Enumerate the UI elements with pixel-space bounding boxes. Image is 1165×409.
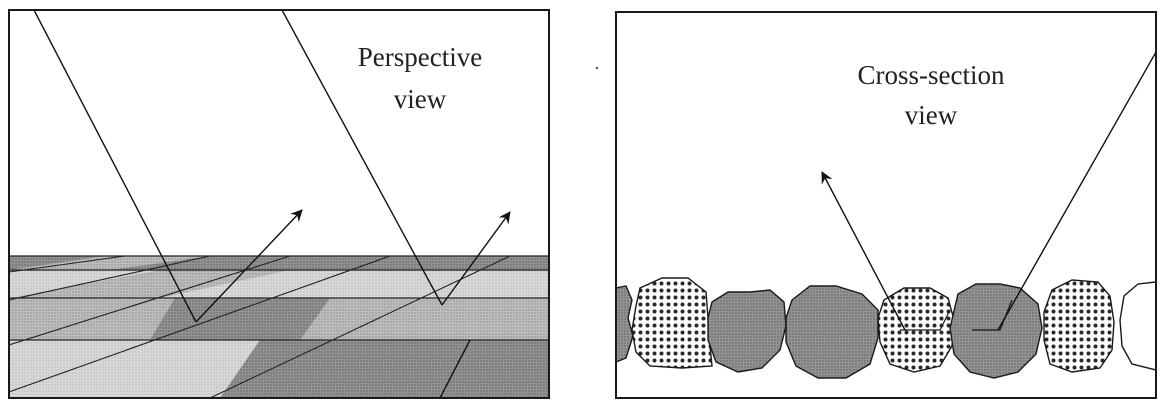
cross-section-frame	[615, 11, 1157, 399]
particle-dotted-6	[1043, 279, 1115, 373]
particle-dark-5	[949, 283, 1043, 379]
scattered-ray-cross	[821, 171, 906, 331]
perspective-panel: Perspective view	[8, 9, 550, 399]
transmitted-ray	[439, 339, 471, 398]
particle-white-7	[1119, 281, 1156, 371]
speck-mark	[595, 66, 599, 70]
incident-ray-1	[33, 10, 197, 323]
particle-dark-2	[707, 289, 787, 373]
reflected-ray-1	[195, 209, 303, 323]
perspective-frame	[8, 9, 550, 399]
particle-dark-3	[785, 285, 879, 379]
cross-section-panel: Cross-section view	[615, 11, 1157, 399]
particle-dark-0	[616, 285, 634, 363]
particle-dotted-1	[631, 277, 713, 369]
reflected-ray-2	[441, 211, 511, 306]
perspective-label-line1: Perspective	[358, 42, 482, 72]
cross-section-label-line2: view	[905, 100, 958, 130]
ground-surface	[9, 255, 549, 398]
particle-layer	[616, 277, 1156, 379]
cross-section-label-line1: Cross-section	[858, 60, 1005, 90]
perspective-label-line2: view	[394, 84, 447, 114]
incident-ray-2	[281, 10, 443, 306]
incident-ray-cross	[997, 51, 1156, 331]
